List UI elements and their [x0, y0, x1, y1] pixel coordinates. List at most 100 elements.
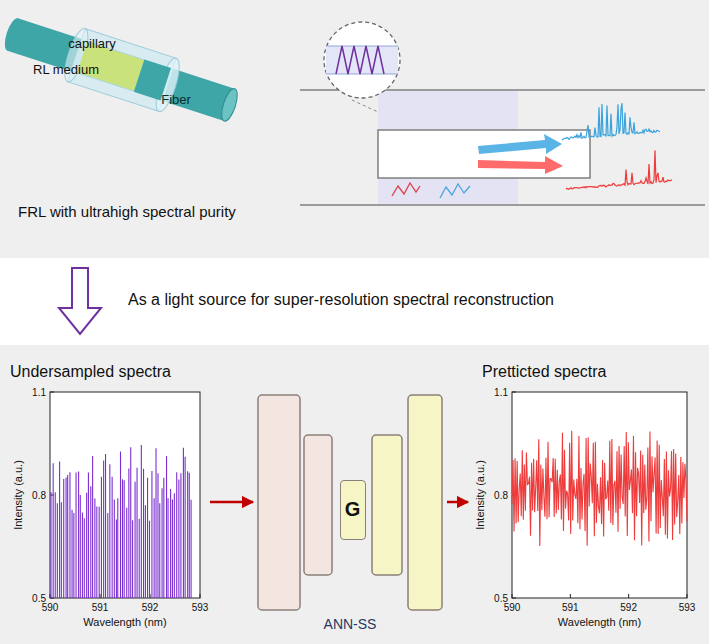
fiber-end	[2, 16, 24, 52]
medium-band	[378, 178, 518, 204]
sample-line	[137, 468, 138, 598]
encoder-layer	[258, 395, 300, 610]
sample-line	[82, 513, 83, 598]
sample-line	[67, 475, 68, 598]
sample-line	[107, 513, 108, 598]
down-arrow	[59, 268, 101, 334]
sample-line	[90, 486, 91, 598]
tick	[512, 392, 516, 393]
tick	[512, 598, 516, 599]
inset-circle	[324, 22, 400, 98]
sample-line	[96, 506, 97, 598]
sample-line	[72, 510, 73, 598]
sample-line	[103, 461, 104, 598]
bottom-panel	[0, 345, 709, 644]
sample-line	[112, 477, 113, 598]
output-arrow	[478, 134, 562, 154]
fiber-end	[219, 87, 241, 123]
top-panel	[0, 0, 709, 258]
axis-label: 593	[192, 602, 209, 613]
decoder-layer	[408, 395, 442, 610]
axis-label: 592	[142, 602, 159, 613]
sample-line	[66, 478, 67, 598]
axis-label: 0.8	[494, 490, 508, 501]
sample-line	[172, 500, 173, 598]
sample-line	[126, 508, 127, 598]
sample-line	[185, 457, 186, 598]
sample-line	[159, 503, 160, 598]
axis-label: 590	[504, 602, 521, 613]
axis-label: Intensity (a.u.)	[12, 460, 24, 530]
tick	[200, 594, 201, 598]
predicted-curve	[512, 431, 687, 546]
tick	[50, 392, 54, 393]
axis-label: 1.1	[32, 387, 46, 398]
sample-line	[114, 500, 115, 598]
layer-label: G	[345, 498, 361, 521]
axis-label: 593	[679, 602, 696, 613]
sample-line	[180, 473, 181, 598]
tick	[50, 594, 51, 598]
sample-line	[176, 472, 177, 598]
chart-title: Pretticted spectra	[482, 363, 607, 381]
sample-line	[122, 479, 123, 598]
part-label: RL medium	[33, 63, 99, 77]
sample-line	[61, 502, 62, 598]
part-label: capillary	[68, 37, 116, 51]
output-arrow	[478, 156, 563, 174]
fiber-core	[378, 130, 590, 178]
tick	[512, 594, 513, 598]
flow-arrow	[210, 501, 253, 504]
sample-line	[84, 518, 85, 598]
sample-line	[183, 448, 184, 598]
guide-line	[300, 204, 705, 206]
sample-line	[149, 521, 150, 598]
network-name: ANN-SS	[324, 616, 377, 632]
sample-line	[99, 507, 100, 598]
tick	[687, 594, 688, 598]
scatter-path	[392, 183, 420, 196]
sample-line	[178, 480, 179, 598]
sample-line	[135, 482, 136, 598]
sample-line	[120, 452, 121, 598]
sample-line	[69, 472, 70, 598]
sample-line	[151, 471, 152, 598]
reflection-path	[336, 46, 384, 74]
plot-frame	[512, 392, 687, 598]
sample-line	[109, 464, 110, 598]
axis-label: Wavelength (nm)	[558, 616, 641, 628]
sample-line	[57, 503, 58, 598]
sample-line	[143, 469, 144, 598]
sample-line	[86, 493, 87, 598]
tick	[628, 594, 629, 598]
sample-line	[141, 445, 142, 598]
inset-leader	[352, 100, 378, 112]
part-label: Fiber	[161, 93, 191, 107]
sample-line	[157, 473, 158, 598]
sample-line	[139, 519, 140, 598]
sample-line	[163, 478, 164, 598]
sample-line	[130, 447, 131, 598]
sample-line	[88, 472, 89, 598]
sample-line	[55, 492, 56, 598]
sample-line	[116, 520, 117, 598]
sample-line	[105, 454, 106, 598]
inset-wall	[326, 46, 398, 47]
sample-line	[191, 500, 192, 598]
scatter-path	[440, 184, 470, 198]
caption-text: As a light source for super-resolution s…	[128, 291, 554, 309]
fiber-body	[7, 18, 234, 121]
axis-label: 1.1	[494, 387, 508, 398]
sample-line	[170, 489, 171, 598]
sample-line	[162, 488, 163, 598]
sample-line	[92, 456, 93, 598]
sample-line	[73, 513, 74, 598]
sample-line	[155, 448, 156, 598]
sample-line	[53, 463, 54, 598]
sample-line	[174, 493, 175, 598]
sample-line	[154, 498, 155, 598]
sample-line	[132, 520, 133, 598]
emission-spectrum	[562, 103, 660, 140]
